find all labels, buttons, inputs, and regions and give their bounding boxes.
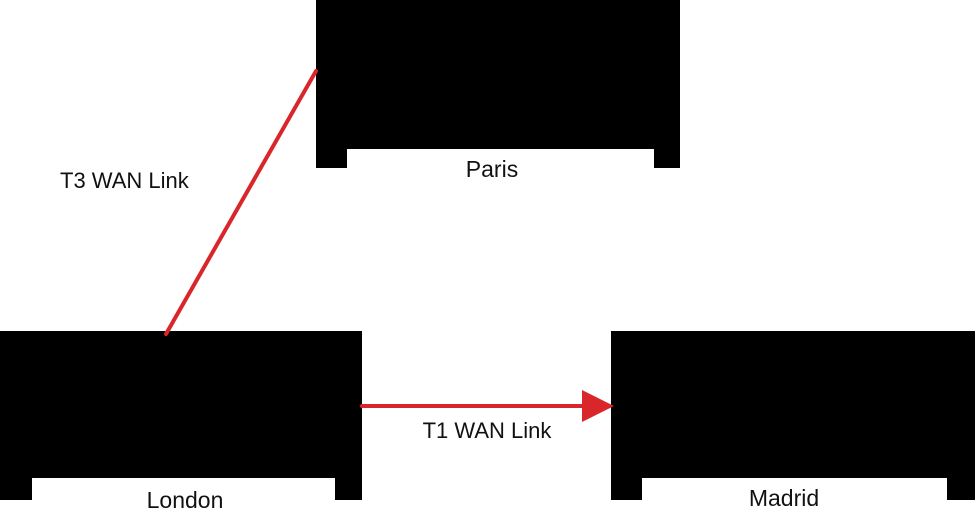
site-label-madrid: Madrid [749,485,819,510]
link-label-t1: T1 WAN Link [423,418,553,443]
site-london: London [0,331,362,510]
link-t1: T1 WAN Link [360,390,614,443]
site-label-paris: Paris [466,156,518,182]
site-block-madrid [611,331,975,500]
site-madrid: Madrid [611,331,975,510]
site-block-london [0,331,362,500]
site-label-london: London [147,487,224,510]
link-label-t3: T3 WAN Link [60,168,190,193]
link-t3: T3 WAN Link [60,69,318,336]
site-block-paris [316,0,680,168]
link-line-t3 [164,69,318,336]
site-paris: Paris [316,0,680,182]
